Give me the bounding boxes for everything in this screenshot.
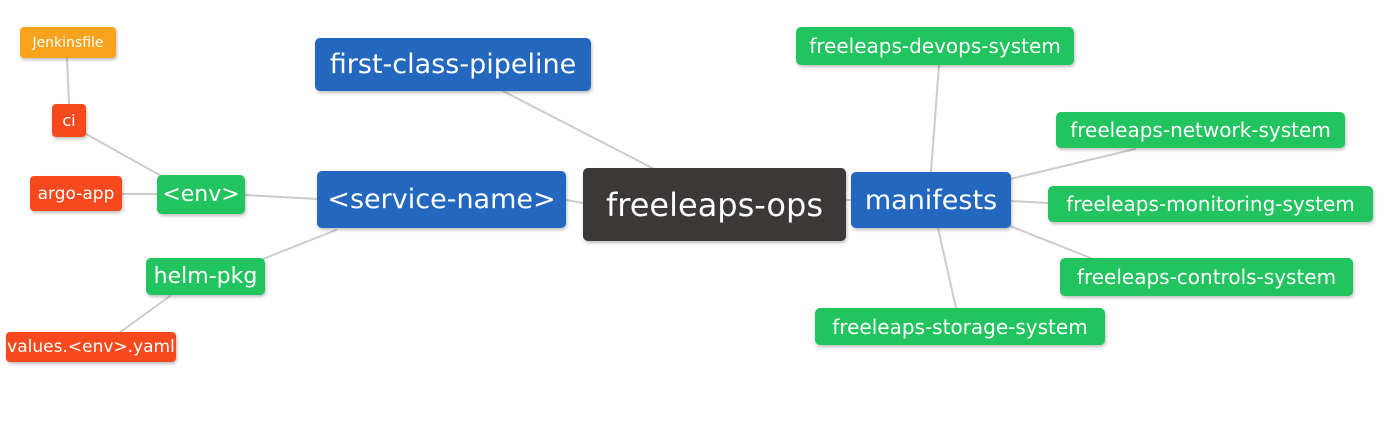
edge-env-service-name [244, 194, 318, 200]
edge-first-class-pipeline-freeleaps-ops [502, 90, 657, 171]
node-freeleaps-monitoring-system[interactable]: freeleaps-monitoring-system [1048, 186, 1373, 222]
edge-service-name-freeleaps-ops [565, 199, 584, 204]
node-values-env-yaml[interactable]: values.<env>.yaml [6, 332, 176, 362]
edge-helm-pkg-service-name [262, 229, 337, 260]
node-jenkinsfile[interactable]: Jenkinsfile [20, 27, 116, 58]
edge-manifests-controls-system [1009, 225, 1094, 260]
edge-manifests-monitoring-system [1010, 200, 1049, 204]
node-argo-app[interactable]: argo-app [30, 176, 122, 211]
node-ci[interactable]: ci [52, 104, 86, 137]
edge-manifests-storage-system [937, 227, 957, 309]
node-freeleaps-controls-system[interactable]: freeleaps-controls-system [1060, 258, 1353, 296]
node-service-name[interactable]: <service-name> [317, 171, 566, 228]
node-freeleaps-storage-system[interactable]: freeleaps-storage-system [815, 308, 1105, 345]
edge-values-helm-pkg [118, 295, 171, 334]
node-freeleaps-ops-root[interactable]: freeleaps-ops [583, 168, 846, 241]
node-env[interactable]: <env> [157, 175, 245, 214]
node-manifests[interactable]: manifests [851, 172, 1011, 228]
node-freeleaps-network-system[interactable]: freeleaps-network-system [1056, 112, 1345, 148]
edge-jenkinsfile-ci [66, 57, 70, 105]
edge-manifests-devops-system [930, 64, 940, 173]
edge-manifests-network-system [1009, 148, 1136, 180]
node-helm-pkg[interactable]: helm-pkg [146, 258, 265, 295]
node-first-class-pipeline[interactable]: first-class-pipeline [315, 38, 591, 91]
node-freeleaps-devops-system[interactable]: freeleaps-devops-system [796, 27, 1074, 65]
edge-ci-env [85, 133, 164, 178]
